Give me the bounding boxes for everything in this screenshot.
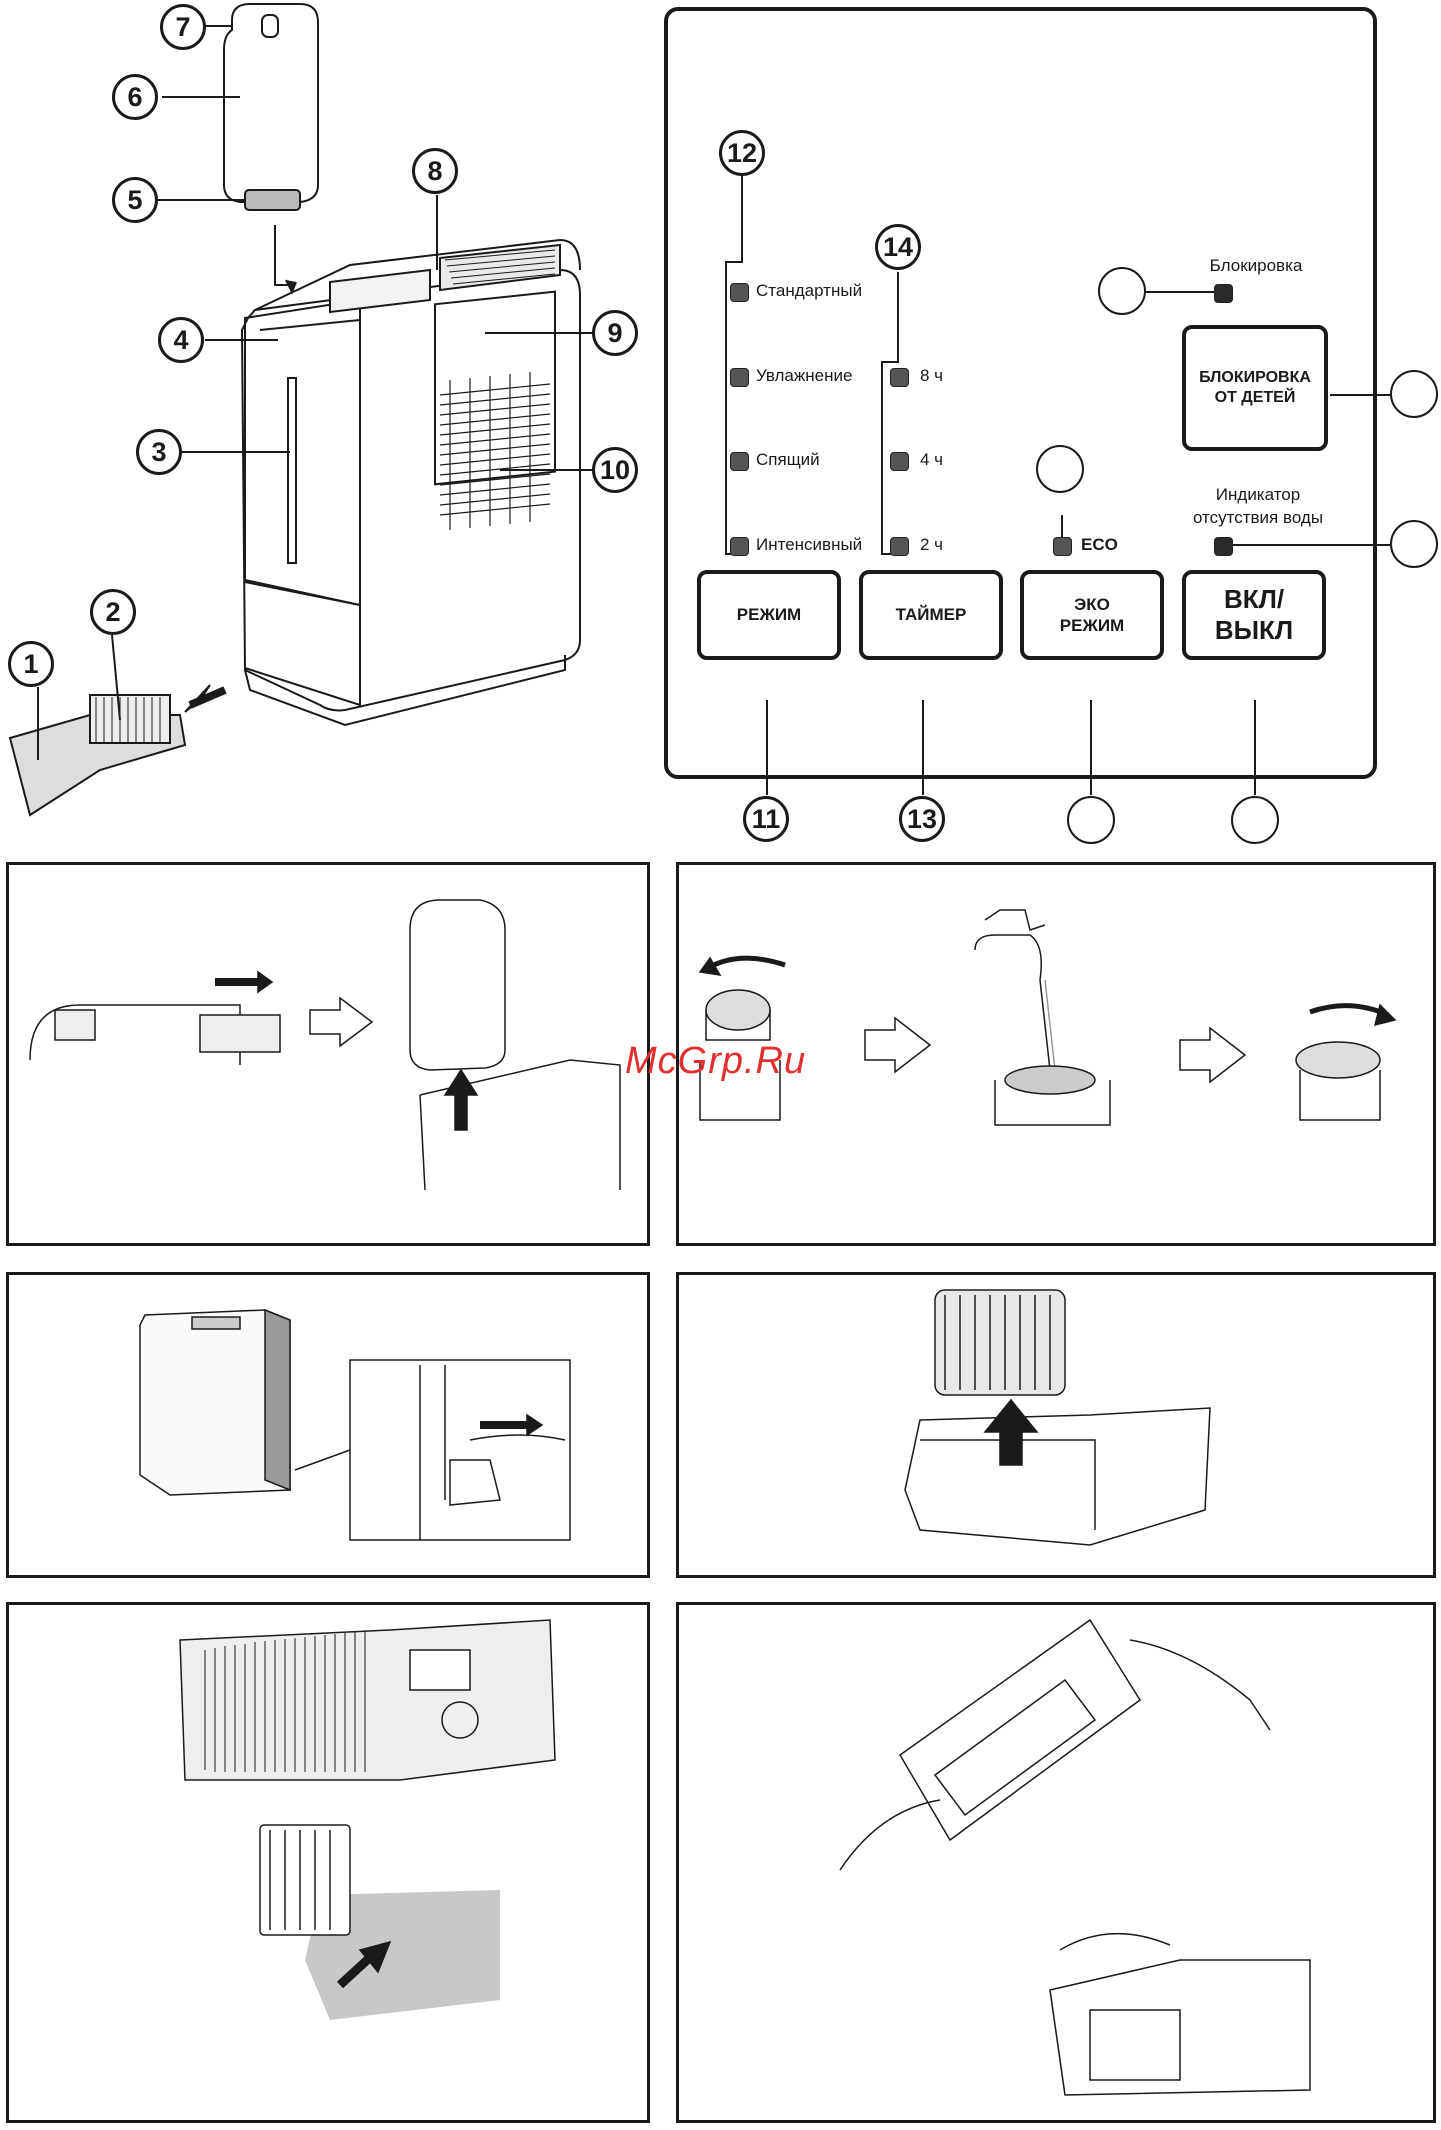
label-timer-2h: 2 ч xyxy=(920,535,943,555)
step-panel-fill-tank xyxy=(6,862,650,1246)
label-eco: ECO xyxy=(1081,535,1118,555)
led-sleep xyxy=(730,452,749,471)
led-lock xyxy=(1214,284,1233,303)
callout-power-button xyxy=(1231,796,1279,844)
label-standard: Стандартный xyxy=(756,281,862,301)
led-no-water xyxy=(1214,537,1233,556)
step-panel-insert-filter xyxy=(6,1602,650,2123)
label-no-water: Индикатор отсутствия воды xyxy=(1193,484,1323,530)
callout-11: 11 xyxy=(743,796,789,842)
callout-12: 12 xyxy=(719,130,765,176)
mode-button[interactable]: РЕЖИМ xyxy=(697,570,841,660)
callout-eco-button xyxy=(1067,796,1115,844)
label-humidify: Увлажнение xyxy=(756,366,852,386)
led-humidify xyxy=(730,368,749,387)
power-button[interactable]: ВКЛ/ ВЫКЛ xyxy=(1182,570,1326,660)
step-panel-remove-tray xyxy=(6,1272,650,1578)
callout-lock-led xyxy=(1098,267,1146,315)
callout-eco-led xyxy=(1036,445,1084,493)
timer-button[interactable]: ТАЙМЕР xyxy=(859,570,1003,660)
callout-no-water xyxy=(1390,520,1438,568)
led-standard xyxy=(730,283,749,302)
step-panel-clean-tray xyxy=(676,1602,1436,2123)
callout-13: 13 xyxy=(899,796,945,842)
label-timer-4h: 4 ч xyxy=(920,450,943,470)
eco-mode-button[interactable]: ЭКО РЕЖИМ xyxy=(1020,570,1164,660)
step-panel-remove-filter xyxy=(676,1272,1436,1578)
led-timer-2h xyxy=(890,537,909,556)
label-sleep: Спящий xyxy=(756,450,820,470)
led-timer-4h xyxy=(890,452,909,471)
watermark: McGrp.Ru xyxy=(625,1040,806,1083)
label-timer-8h: 8 ч xyxy=(920,366,943,386)
label-lock: Блокировка xyxy=(1210,256,1303,276)
led-timer-8h xyxy=(890,368,909,387)
label-intensive: Интенсивный xyxy=(756,535,862,555)
callout-child-lock xyxy=(1390,370,1438,418)
callout-14: 14 xyxy=(875,224,921,270)
led-eco xyxy=(1053,537,1072,556)
led-intensive xyxy=(730,537,749,556)
child-lock-button[interactable]: БЛОКИРОВКА ОТ ДЕТЕЙ xyxy=(1182,325,1328,451)
